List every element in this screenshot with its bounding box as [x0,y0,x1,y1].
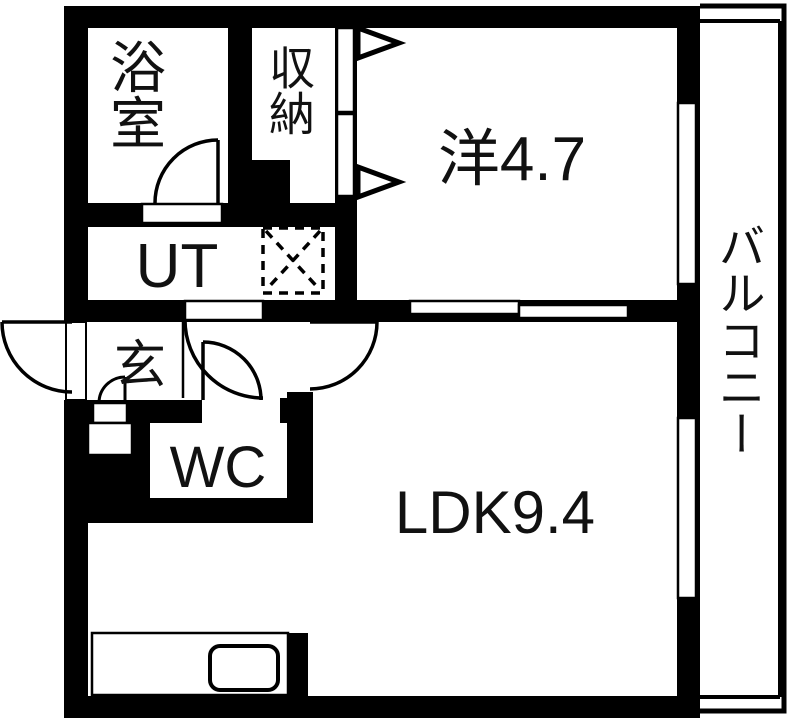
western-room-window [676,101,698,286]
washing-machine-space-icon [261,226,325,295]
wall-left-upper [64,6,88,322]
shoe-cabinet-box-bottom [86,421,134,457]
entrance-opening [65,321,87,401]
toilet-door-arc [202,340,263,401]
balcony-label: バルコニー [712,222,765,457]
ldk-window [676,416,698,600]
door-direction-triangle-top-icon [355,24,407,62]
wall-bottom [64,696,700,718]
folding-door-panel-top [335,26,356,114]
wall-toilet-top-left [150,400,202,423]
western-room-label: 洋4.7 [438,125,586,194]
shoe-cabinet-box-top [91,401,129,425]
shoe-cabinet [86,401,134,457]
room-labels: 浴室 収納 洋4.7 バルコニー UT 玄 WC LDK9.4 [103,38,765,546]
shoe-cabinet-door [97,375,127,404]
ldk-door-arc [309,321,379,391]
wall-toilet-top-right [280,398,313,423]
wall-left-lower [64,400,88,718]
balcony-outer-rail [700,3,787,714]
entrance-door [0,320,73,394]
unit-floor [64,6,700,718]
windows [676,101,698,600]
bath-door-sill [140,202,224,225]
utility-label: UT [136,232,219,301]
kitchen-sink [208,644,280,692]
wall-top [64,6,700,28]
bath-door [153,138,220,204]
western-ldk-slide-panel-right [517,303,630,320]
corridor-toilet-opening [202,398,280,423]
washing-machine-x-2 [264,229,322,292]
bath-label: 浴室 [103,38,166,150]
western-ldk-slide-panel-left [408,299,521,316]
utility-door-arc [183,319,264,400]
ldk-door [309,320,379,391]
wall-kitchen-pillar [287,633,308,696]
kitchen [90,631,290,697]
door-direction-triangle-bottom-icon [355,163,407,201]
wall-storage-notch [228,160,290,207]
openings [65,202,630,423]
shoe-cabinet-door-arc [97,375,126,404]
storage-folding-door [335,24,407,201]
toilet-label: WC [170,435,267,500]
balcony [698,3,787,714]
utility-hall-sill [183,299,265,322]
storage-label: 収納 [263,44,315,136]
folding-door-panel-bottom [335,112,356,198]
doors [0,138,379,404]
wall-toilet-bottom [64,498,313,523]
corridor-ldk-opening [285,322,315,392]
utility-door [183,319,264,400]
bath-door-arc [153,138,219,204]
walls [64,6,700,718]
entrance-door-arc [0,321,73,394]
ldk-label: LDK9.4 [395,479,595,546]
entrance-label: 玄 [114,337,166,395]
